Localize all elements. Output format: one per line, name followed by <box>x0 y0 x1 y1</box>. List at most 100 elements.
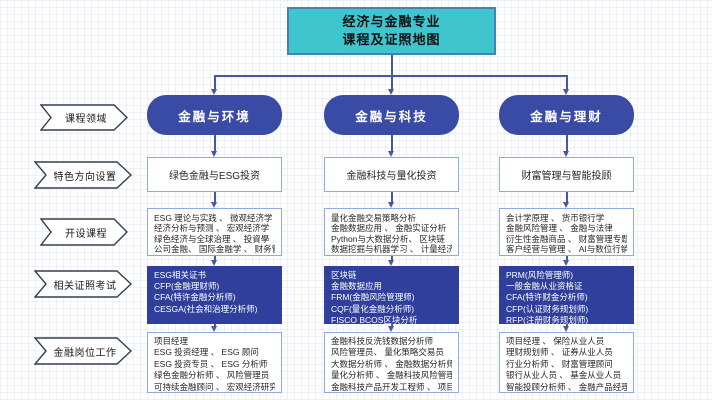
arrowhead-icon <box>388 202 394 208</box>
arrowhead-icon <box>563 326 569 332</box>
course-line: 绿色经济与全球治理 、 投資學 <box>154 233 270 244</box>
job-line: 项目经理 、 保险从业人员 <box>506 336 605 346</box>
job-line: 行业分析师 、 财富管理顾问 <box>506 358 613 369</box>
job-line: 金融科技反洗钱数据分析师 <box>331 336 434 346</box>
courses-box: 会计学原理 、 货币银行学 金融风险管理 、 金融与法律 衍生性金融商品 、 财… <box>499 208 634 256</box>
arrowhead-icon <box>211 326 217 332</box>
certificate-line: CFP(认证财务规划师) <box>506 303 589 314</box>
job-line: 风险管理员、 量化策略交易员 <box>331 347 444 358</box>
connector-line <box>566 256 568 261</box>
direction-box: 绿色金融与ESG投资 <box>147 157 282 192</box>
row-label-text: 相关证照考试 <box>53 280 117 292</box>
row-label-text: 金融岗位工作 <box>53 347 117 359</box>
diagram-title-line2: 课程及证照地图 <box>342 32 441 47</box>
arrowhead-icon <box>388 89 394 95</box>
course-line: Python与大数据分析、 区块链 <box>331 233 445 244</box>
connector-line <box>391 324 393 327</box>
arrowhead-icon <box>563 202 569 208</box>
column-header: 金融与环境 <box>147 95 282 135</box>
job-line: 可持续金融顾问 、 宏观经济研究员 <box>154 381 275 392</box>
certificate-line: ESG相关证书 <box>154 270 206 280</box>
direction-box: 财富管理与智能投顾 <box>499 157 634 192</box>
arrowhead-icon <box>211 202 217 208</box>
certificate-line: FRM(金融风险管理师) <box>331 292 415 303</box>
connector-drop-col1 <box>214 75 216 89</box>
connector-line <box>214 192 216 202</box>
certificate-line: 金融数据应用 <box>331 281 383 292</box>
certificate-line: RFP(注册财务规划师) <box>506 314 589 325</box>
row-label-text: 课程领域 <box>65 114 107 125</box>
course-line: 客户经营与管理 、 AI与数位行销 <box>506 243 627 254</box>
certificate-line: PRM(风险管理师) <box>506 270 574 280</box>
certificate-line: 一般金融从业资格证 <box>506 281 583 292</box>
job-line: 理财规划师 、 证券从业人员 <box>506 347 613 358</box>
job-line: 银行从业人员 、 基金从业人员 <box>506 370 622 381</box>
connector-title-crossbar <box>214 75 567 77</box>
direction-box: 金融科技与量化投资 <box>324 157 459 192</box>
course-line: 金融风险管理 、 金融与法律 <box>506 223 613 234</box>
arrowhead-icon <box>211 151 217 157</box>
row-label-finance-jobs: 金融岗位工作 <box>34 337 132 365</box>
course-line: 会计学原理 、 货币银行学 <box>506 213 605 223</box>
connector-line <box>566 135 568 151</box>
connector-drop-col3 <box>566 75 568 89</box>
courses-box: ESG 理论与实践 、 微观经济学 经济分析与预测 、 宏观经济学 绿色经济与全… <box>147 208 282 256</box>
row-label-special-direction: 特色方向设置 <box>34 161 132 189</box>
arrowhead-icon <box>388 326 394 332</box>
connector-line <box>566 324 568 327</box>
column-header: 金融与理财 <box>499 95 634 135</box>
certificate-line: FISCO BCOS区块分析 <box>331 314 418 325</box>
jobs-box: 金融科技反洗钱数据分析师 风险管理员、 量化策略交易员 大数据分析师 、 金融数… <box>324 332 459 393</box>
arrowhead-icon <box>563 89 569 95</box>
course-line: 金融数据应用 、 金融实证分析 <box>331 223 447 234</box>
diagram-title-line1: 经济与金融专业 <box>342 14 441 29</box>
course-line: 衍生性金融商品 、 财富管理专题 <box>506 233 627 244</box>
connector-line <box>391 135 393 151</box>
row-label-text: 开设课程 <box>65 228 107 240</box>
course-line: 经济分析与预测 、 宏观经济学 <box>154 223 270 234</box>
arrowhead-icon <box>563 151 569 157</box>
job-line: 项目经理 <box>154 336 189 346</box>
connector-line <box>214 256 216 261</box>
connector-line <box>214 135 216 151</box>
certificate-line: 区块链 <box>331 270 357 280</box>
arrowhead-icon <box>388 151 394 157</box>
diagram-title: 经济与金融专业 课程及证照地图 <box>287 7 496 55</box>
certificate-line: CQF(量化金融分析师) <box>331 303 415 314</box>
chevron-shape-icon <box>40 218 128 246</box>
jobs-box: 项目经理 、 保险从业人员 理财规划师 、 证券从业人员 行业分析师 、 财富管… <box>499 332 634 393</box>
job-line: 金融科技产品开发工程师 、 项目经理 <box>331 381 452 392</box>
certificates-box: 区块链 金融数据应用 FRM(金融风险管理师) CQF(量化金融分析师) FIS… <box>324 266 459 325</box>
certificates-box: ESG相关证书 CFP(金融理财师) CFA(特许金融分析师) CESGA(社会… <box>147 266 282 324</box>
jobs-box: 项目经理 ESG 投资经理 、 ESG 顾问 ESG 投资专员 、 ESG 分析… <box>147 332 282 393</box>
job-line: ESG 投资经理 、 ESG 顾问 <box>154 347 259 358</box>
connector-drop-col2 <box>391 75 393 89</box>
chevron-shape-icon <box>40 104 128 131</box>
connector-line <box>214 324 216 327</box>
row-label-courses-offered: 开设课程 <box>40 218 128 246</box>
connector-title-stem <box>391 55 393 75</box>
connector-line <box>391 256 393 261</box>
job-line: 大数据分析师 、 金融数据分析师 <box>331 358 452 369</box>
chevron-shape-icon <box>34 161 132 189</box>
chevron-shape-icon <box>34 337 132 365</box>
column-header: 金融与科技 <box>324 95 459 135</box>
column-finance-technology: 金融与科技 金融科技与量化投资 量化金融交易策略分析 金融数据应用 、 金融实证… <box>324 0 459 400</box>
course-line: 公司金融、 国际金融学 、 财务管理 <box>154 243 275 254</box>
arrowhead-icon <box>563 260 569 266</box>
certificate-line: CFA(特许金融分析师) <box>154 292 236 303</box>
course-line: 量化金融交易策略分析 <box>331 213 417 223</box>
job-line: ESG 投资专员 、 ESG 分析师 <box>154 358 268 369</box>
row-label-text: 特色方向设置 <box>53 171 117 183</box>
course-line: ESG 理论与实践 、 微观经济学 <box>154 213 273 223</box>
row-label-certificate-exams: 相关证照考试 <box>34 270 132 298</box>
job-line: 量化分析师 、 金融科技风险管理师 <box>331 370 452 381</box>
certificates-box: PRM(风险管理师) 一般金融从业资格证 CFA(特许财金分析师) CFP(认证… <box>499 266 634 325</box>
course-line: 数据挖掘与机器学习 、 计量经济学 <box>331 243 452 254</box>
connector-line <box>566 192 568 202</box>
job-line: 智能投顾分析师 、 金融产品经理 <box>506 381 627 392</box>
certificate-line: CESGA(社会和治理分析师) <box>154 303 258 314</box>
column-finance-wealth: 金融与理财 财富管理与智能投顾 会计学原理 、 货币银行学 金融风险管理 、 金… <box>499 0 634 400</box>
certificate-line: CFA(特许财金分析师) <box>506 292 588 303</box>
